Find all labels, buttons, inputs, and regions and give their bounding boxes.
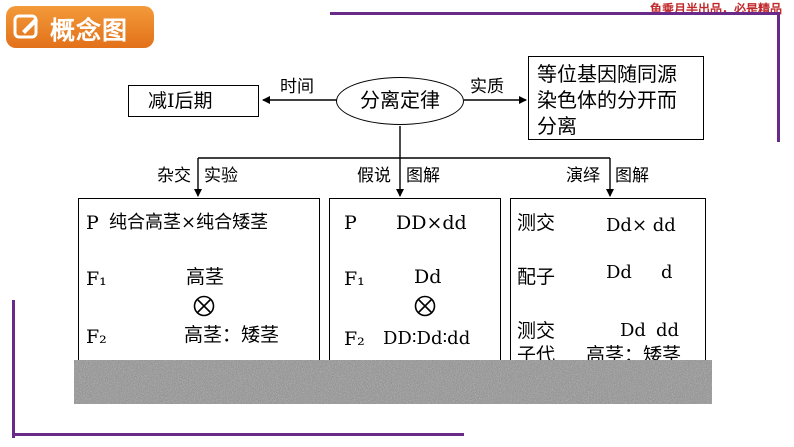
box1-p-text: 纯合高茎×纯合矮茎: [109, 212, 269, 233]
box1-f2-label: F₂: [86, 326, 107, 348]
right-box-line-1: 等位基因随同源: [537, 62, 677, 86]
box3-row3-label: 测交: [517, 320, 556, 342]
box3-gamete-1: Dd: [606, 262, 632, 283]
box3-row1-text: Dd× dd: [606, 215, 676, 236]
box-hybrid-experiment: [78, 198, 320, 366]
right-box: [528, 56, 704, 140]
center-node: [336, 77, 464, 125]
deco-right-line: [777, 12, 780, 142]
edit-icon: [13, 14, 38, 39]
box3-row3-sub: 子代: [517, 344, 556, 366]
noise-texture: [74, 360, 712, 404]
box3-offspring-2: dd: [656, 320, 680, 341]
deco-left-line: [12, 300, 15, 438]
box2-f2-label: F₂: [344, 328, 365, 350]
right-box-line-2: 染色体的分开而: [537, 88, 677, 112]
box3-row1-label: 测交: [517, 212, 556, 234]
right-edge-label: 实质: [470, 77, 504, 97]
branch3-left-label: 演绎: [566, 166, 600, 186]
box2-f2-text: DD∶Dd∶dd: [383, 328, 471, 349]
concept-map-badge: 概念图: [6, 6, 154, 48]
box3-row2-label: 配子: [517, 266, 556, 288]
left-edge-label: 时间: [280, 77, 314, 97]
box1-f1-text: 高茎: [186, 266, 225, 288]
box1-selfing-icon: [193, 295, 215, 317]
box3-phenotype: 高茎：矮茎: [586, 344, 682, 366]
box2-p-label: P: [344, 212, 357, 234]
box3-gamete-2: d: [661, 262, 673, 283]
box1-f1-label: F₁: [86, 268, 107, 290]
deco-bottom-line: [12, 433, 464, 436]
box-hypothesis-diagram: [329, 198, 501, 366]
branch1-left-label: 杂交: [157, 166, 191, 186]
left-box: [128, 85, 259, 117]
left-box-text: 减Ⅰ后期: [148, 90, 213, 112]
box1-p-label: P: [86, 212, 99, 234]
box-deduction-diagram: [510, 198, 706, 366]
box3-offspring-1: Dd: [620, 320, 646, 341]
center-node-label: 分离定律: [360, 88, 440, 112]
box2-selfing-icon: [414, 295, 436, 317]
box2-f1-text: Dd: [414, 266, 442, 288]
branch2-right-label: 图解: [406, 166, 440, 186]
badge-title: 概念图: [50, 16, 129, 45]
box2-p-text: DD×dd: [396, 212, 467, 234]
box2-f1-label: F₁: [344, 268, 365, 290]
box1-f2-text: 高茎：矮茎: [184, 324, 280, 346]
deco-top-line: [330, 12, 780, 15]
branch3-right-label: 图解: [615, 166, 649, 186]
occluding-noise-band: [74, 360, 712, 404]
right-box-line-3: 分离: [537, 114, 577, 138]
branch1-right-label: 实验: [204, 166, 238, 186]
branch2-left-label: 假说: [357, 166, 391, 186]
